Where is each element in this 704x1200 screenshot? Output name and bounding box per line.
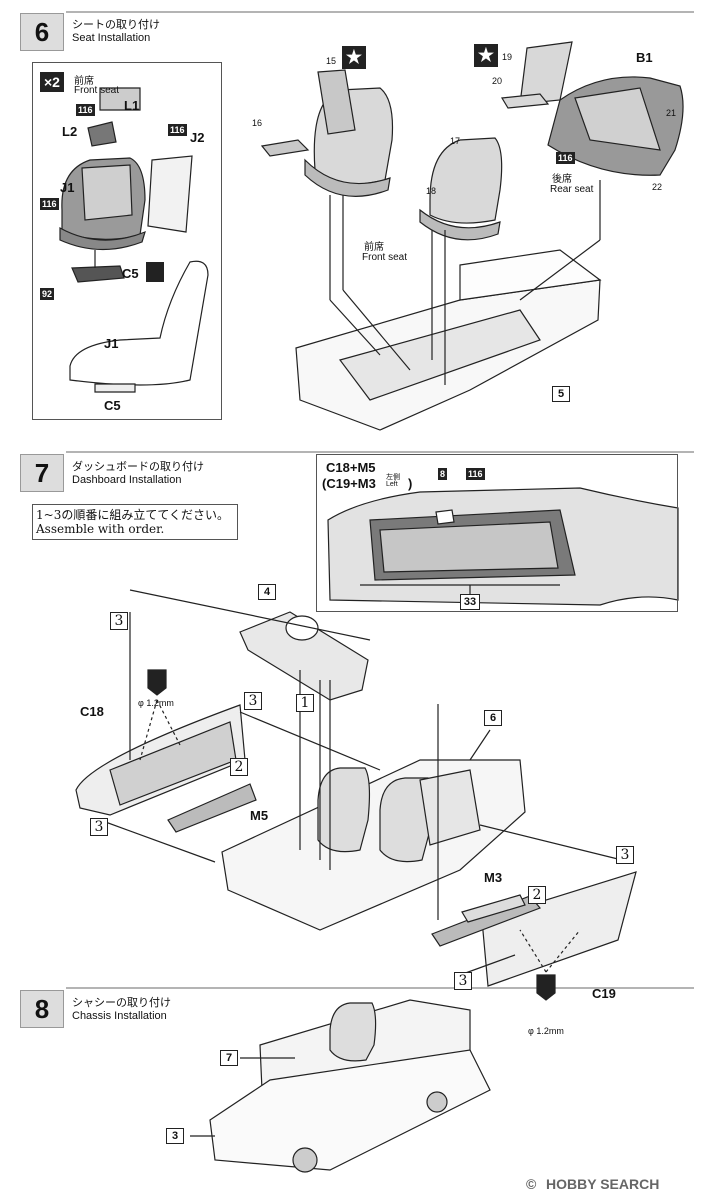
callout-18: 18 [426, 186, 437, 196]
step-8-title-jp: シャシーの取り付け [72, 996, 171, 1009]
part-label-c5-outline: C5 [104, 398, 121, 413]
color-116-tag: 116 [40, 198, 59, 210]
color-116-tag: 116 [466, 468, 485, 480]
inset-left-en: Left [386, 481, 398, 488]
step-ref-4: 4 [258, 584, 276, 600]
callout-16: 16 [252, 118, 263, 128]
front-seat-label-jp: 前席 [74, 76, 94, 87]
inset-title-close: ) [408, 476, 413, 491]
step-ref-3: 3 [166, 1128, 184, 1144]
part-label-c5: C5 [122, 266, 139, 281]
multiplier-badge: ×2 [40, 72, 64, 92]
assembly-order-note-en: Assemble with order. [36, 522, 165, 536]
inset-title-line1: C18+M5 [326, 460, 376, 475]
part-label-c19: C19 [592, 986, 616, 1001]
star-icon: ★ [342, 46, 366, 69]
callout-21: 21 [666, 108, 677, 118]
order-3-marker: 3 [454, 972, 472, 990]
door-detail-inset [316, 454, 678, 612]
part-label-l2: L2 [62, 124, 78, 139]
color-116-tag: 116 [168, 124, 187, 136]
order-3-marker: 3 [244, 692, 262, 710]
color-116-tag: 116 [556, 152, 575, 164]
step-6-number: 6 [20, 13, 64, 51]
step-8-title-en: Chassis Installation [72, 1010, 167, 1022]
step-ref-5: 5 [552, 386, 570, 402]
rear-seat-label-en: Rear seat [550, 184, 594, 195]
order-2-marker: 2 [230, 758, 248, 776]
front-seat-label-en: Front seat [362, 252, 408, 263]
callout-15: 15 [326, 56, 337, 66]
step-7-number: 7 [20, 454, 64, 492]
order-3-marker: 3 [616, 846, 634, 864]
watermark: HOBBY SEARCH [546, 1176, 660, 1192]
color-116-tag: 116 [76, 104, 95, 116]
step-7-title-jp: ダッシュボードの取り付け [72, 460, 204, 473]
callout-20: 20 [492, 76, 503, 86]
order-3-marker: 3 [110, 612, 128, 630]
front-seat-label-jp: 前席 [364, 242, 384, 253]
part-label-m5: M5 [250, 808, 269, 823]
step-6-title-jp: シートの取り付け [72, 18, 160, 31]
step-7-title-en: Dashboard Installation [72, 474, 182, 486]
order-3-marker: 3 [90, 818, 108, 836]
glue-icon [146, 262, 164, 282]
part-label-j1-outline: J1 [104, 336, 119, 351]
inset-title-line2: (C19+M3 [322, 476, 376, 491]
step-ref-7: 7 [220, 1050, 238, 1066]
callout-17: 17 [450, 136, 461, 146]
front-seat-label-en: Front seat [74, 85, 120, 96]
front-seat-detail-panel [32, 62, 222, 420]
star-icon: ★ [474, 44, 498, 67]
step-6-title-en: Seat Installation [72, 32, 151, 44]
part-label-m3: M3 [484, 870, 503, 885]
color-92-tag: 92 [40, 288, 55, 300]
part-label-c18: C18 [80, 704, 104, 719]
part-label-b1: B1 [636, 50, 653, 65]
order-1-marker: 1 [296, 694, 314, 712]
color-8-tag: 8 [438, 468, 448, 480]
rear-seat-label-jp: 後席 [552, 174, 572, 185]
inset-left-jp: 左側 [386, 474, 400, 481]
step-8-number: 8 [20, 990, 64, 1028]
drill-size-label: φ 1.2mm [528, 1026, 564, 1036]
callout-19: 19 [502, 52, 513, 62]
part-label-l1: L1 [124, 98, 140, 113]
part-label-j1: J1 [60, 180, 75, 195]
part-label-j2: J2 [190, 130, 205, 145]
step-ref-6: 6 [484, 710, 502, 726]
drill-size-label: φ 1.2mm [138, 698, 174, 708]
watermark-mark: © [526, 1176, 537, 1192]
order-2-marker: 2 [528, 886, 546, 904]
color-33-box: 33 [460, 594, 480, 610]
assembly-order-note [32, 504, 238, 540]
assembly-order-note-jp: 1~3の順番に組み立ててください。 [36, 508, 229, 522]
callout-22: 22 [652, 182, 663, 192]
